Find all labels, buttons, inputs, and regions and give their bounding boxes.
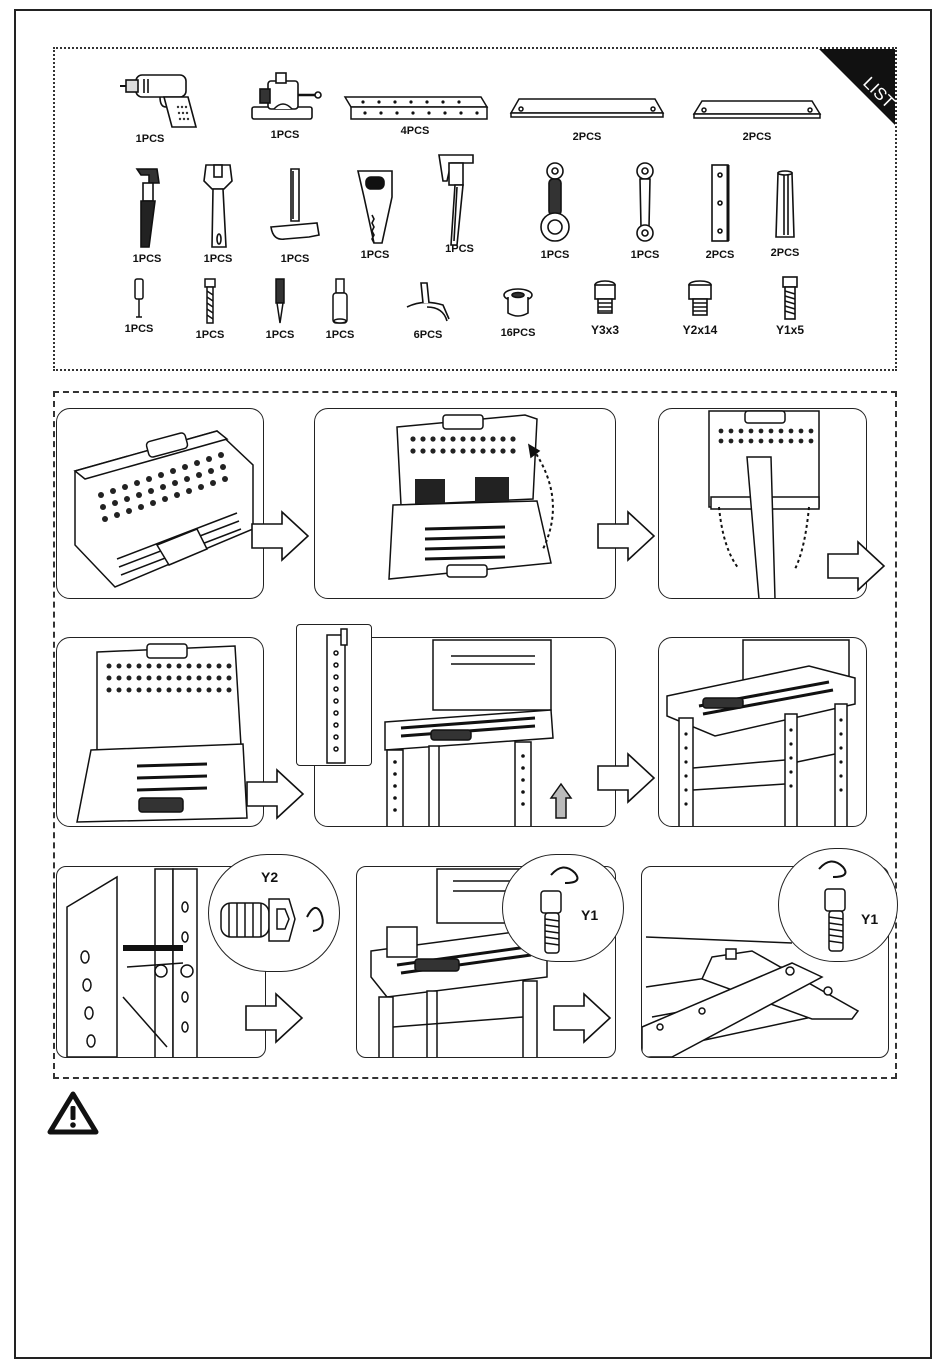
clip-icon — [403, 277, 453, 327]
step-8-bolt-callout: Y1 — [502, 854, 624, 962]
warning-triangle-icon — [46, 1090, 100, 1136]
assembled-frame-illustration — [659, 638, 867, 827]
part-qty: 1PCS — [85, 133, 215, 145]
bolt-y2-icon — [684, 277, 716, 321]
part-qty: 1PCS — [245, 129, 325, 141]
step-8-bolt-label: Y1 — [581, 907, 598, 923]
part-qty: 2PCS — [687, 131, 827, 143]
pipe-wrench-icon — [127, 161, 167, 251]
perforated-rail-icon — [341, 93, 489, 123]
caliper-icon — [435, 151, 485, 247]
part-screwdriver: 1PCS — [109, 277, 169, 335]
part-drill: 1PCS — [115, 67, 215, 145]
closed-case-illustration — [57, 409, 264, 599]
part-qty: 2PCS — [755, 247, 815, 259]
bolt-y3-icon — [589, 277, 621, 321]
phillips-bit-icon — [270, 277, 290, 327]
rail-inset — [296, 624, 372, 766]
part-qty: Y3x3 — [570, 323, 640, 337]
parts-list: LIST 1PCS — [53, 47, 897, 371]
part-qty: 1PCS — [427, 243, 492, 255]
ratchet-wrench-icon — [535, 161, 575, 247]
next-arrow-icon — [552, 992, 612, 1044]
drill-bit-icon — [200, 277, 220, 327]
part-vise: 1PCS — [245, 69, 325, 141]
part-clip: 6PCS — [393, 277, 463, 341]
part-long-crossbar: 2PCS — [507, 95, 667, 143]
next-arrow-icon — [244, 992, 304, 1044]
part-qty: 6PCS — [393, 329, 463, 341]
step-2-panel — [314, 408, 616, 599]
rail-detail-illustration — [297, 625, 372, 766]
next-arrow-icon — [596, 510, 656, 562]
part-qty: Y1x5 — [750, 323, 830, 337]
bolt-y1-detail-icon — [779, 849, 898, 962]
part-qty: Y2x14 — [655, 323, 745, 337]
part-socket-bit: 1PCS — [310, 277, 370, 341]
part-qty: 1PCS — [250, 329, 310, 341]
part-qty: 2PCS — [690, 249, 750, 261]
vise-icon — [246, 69, 324, 127]
adjustable-wrench-icon — [198, 161, 238, 251]
open-case-illustration — [315, 409, 616, 599]
part-ratchet-wrench: 1PCS — [520, 161, 590, 261]
part-qty: 1PCS — [520, 249, 590, 261]
next-arrow-icon — [826, 540, 886, 592]
step-6-panel — [658, 637, 867, 827]
part-drill-bit: 1PCS — [180, 277, 240, 341]
step-4-panel — [56, 637, 264, 827]
part-caliper: 1PCS — [427, 151, 492, 255]
step-7-bolt-callout: Y2 — [208, 854, 340, 972]
part-perforated-rail: 4PCS — [340, 93, 490, 137]
part-bolt-y1: Y1x5 — [750, 275, 830, 337]
part-qty: 1PCS — [610, 249, 680, 261]
socket-bit-icon — [328, 277, 352, 327]
part-phillips-bit: 1PCS — [250, 277, 310, 341]
part-saw: 1PCS — [340, 167, 410, 261]
part-nut-cap: 16PCS — [483, 285, 553, 339]
saw-icon — [352, 167, 398, 247]
part-qty: 2PCS — [507, 131, 667, 143]
step-9-bolt-label: Y1 — [861, 911, 878, 927]
step-1-panel — [56, 408, 264, 599]
part-pipe-wrench: 1PCS — [117, 161, 177, 265]
part-hammer: 1PCS — [260, 161, 330, 265]
combination-wrench-icon — [630, 161, 660, 247]
nut-cap-icon — [500, 285, 536, 325]
bolt-y1-icon — [778, 275, 802, 321]
unfolded-case-illustration — [57, 638, 264, 827]
hammer-icon — [265, 161, 325, 251]
part-qty: 1PCS — [117, 253, 177, 265]
part-qty: 1PCS — [109, 323, 169, 335]
part-adjustable-wrench: 1PCS — [183, 161, 253, 265]
part-flat-bracket: 2PCS — [690, 161, 750, 261]
part-leg-connector: 2PCS — [755, 167, 815, 259]
next-arrow-icon — [250, 510, 310, 562]
long-crossbar-icon — [507, 95, 667, 121]
step-9-bolt-callout: Y1 — [778, 848, 898, 962]
part-qty: 1PCS — [180, 329, 240, 341]
part-qty: 1PCS — [340, 249, 410, 261]
part-bolt-y2: Y2x14 — [655, 277, 745, 337]
part-qty: 1PCS — [310, 329, 370, 341]
part-short-crossbar: 2PCS — [687, 97, 827, 143]
short-crossbar-icon — [690, 97, 824, 121]
bolt-y1-detail-icon — [503, 855, 624, 962]
flat-bracket-icon — [708, 161, 732, 247]
next-arrow-icon — [245, 768, 305, 820]
drill-icon — [120, 67, 210, 131]
part-qty: 16PCS — [483, 327, 553, 339]
step-7-bolt-label: Y2 — [261, 869, 278, 885]
part-qty: 4PCS — [340, 125, 490, 137]
part-qty: 1PCS — [183, 253, 253, 265]
part-bolt-y3: Y3x3 — [570, 277, 640, 337]
screwdriver-icon — [129, 277, 149, 321]
leg-connector-icon — [770, 167, 800, 245]
part-combination-wrench: 1PCS — [610, 161, 680, 261]
next-arrow-icon — [596, 752, 656, 804]
part-qty: 1PCS — [260, 253, 330, 265]
